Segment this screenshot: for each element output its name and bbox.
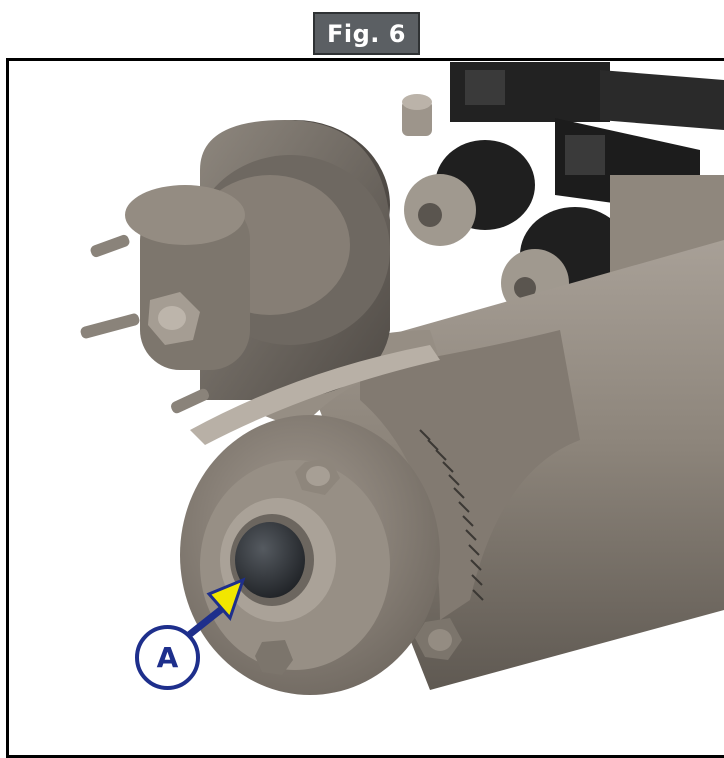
figure-label: Fig. 6: [313, 12, 420, 55]
connector-blocks: [450, 62, 724, 215]
motor-illustration: [80, 62, 724, 695]
mounting-pins: [402, 94, 432, 136]
upper-motor: [80, 120, 440, 445]
callout-a-marker: A: [135, 625, 200, 690]
end-cap: [180, 415, 462, 695]
